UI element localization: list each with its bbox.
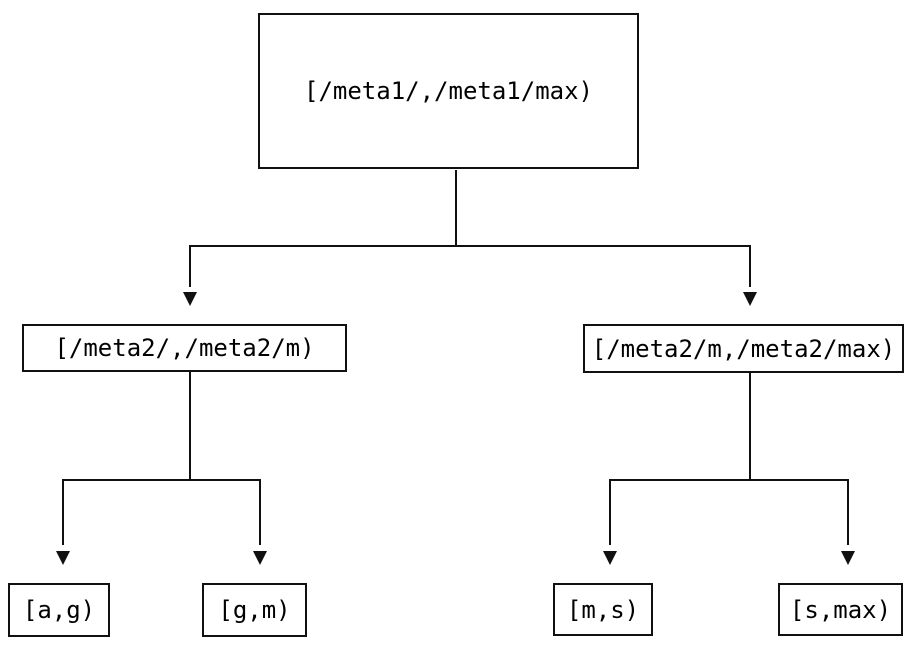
node-leaf-a-g: [a,g) [8, 583, 110, 637]
node-leaf-m-s: [m,s) [553, 583, 653, 636]
arrow-down-icon-leaf-gm [253, 551, 267, 565]
node-level2-left: [/meta2/,/meta2/m) [22, 324, 347, 372]
node-root: [/meta1/,/meta1/max) [258, 13, 639, 169]
arrow-down-icon-level2-right [743, 292, 757, 306]
node-level2-right: [/meta2/m,/meta2/max) [583, 324, 904, 373]
arrow-down-icon-leaf-ms [603, 551, 617, 565]
node-leaf-s-max: [s,max) [778, 583, 903, 636]
node-leaf-g-m: [g,m) [202, 583, 307, 637]
arrow-down-icon-leaf-ag [56, 551, 70, 565]
arrow-down-icon-leaf-smax [841, 551, 855, 565]
arrow-down-icon-level2-left [183, 292, 197, 306]
